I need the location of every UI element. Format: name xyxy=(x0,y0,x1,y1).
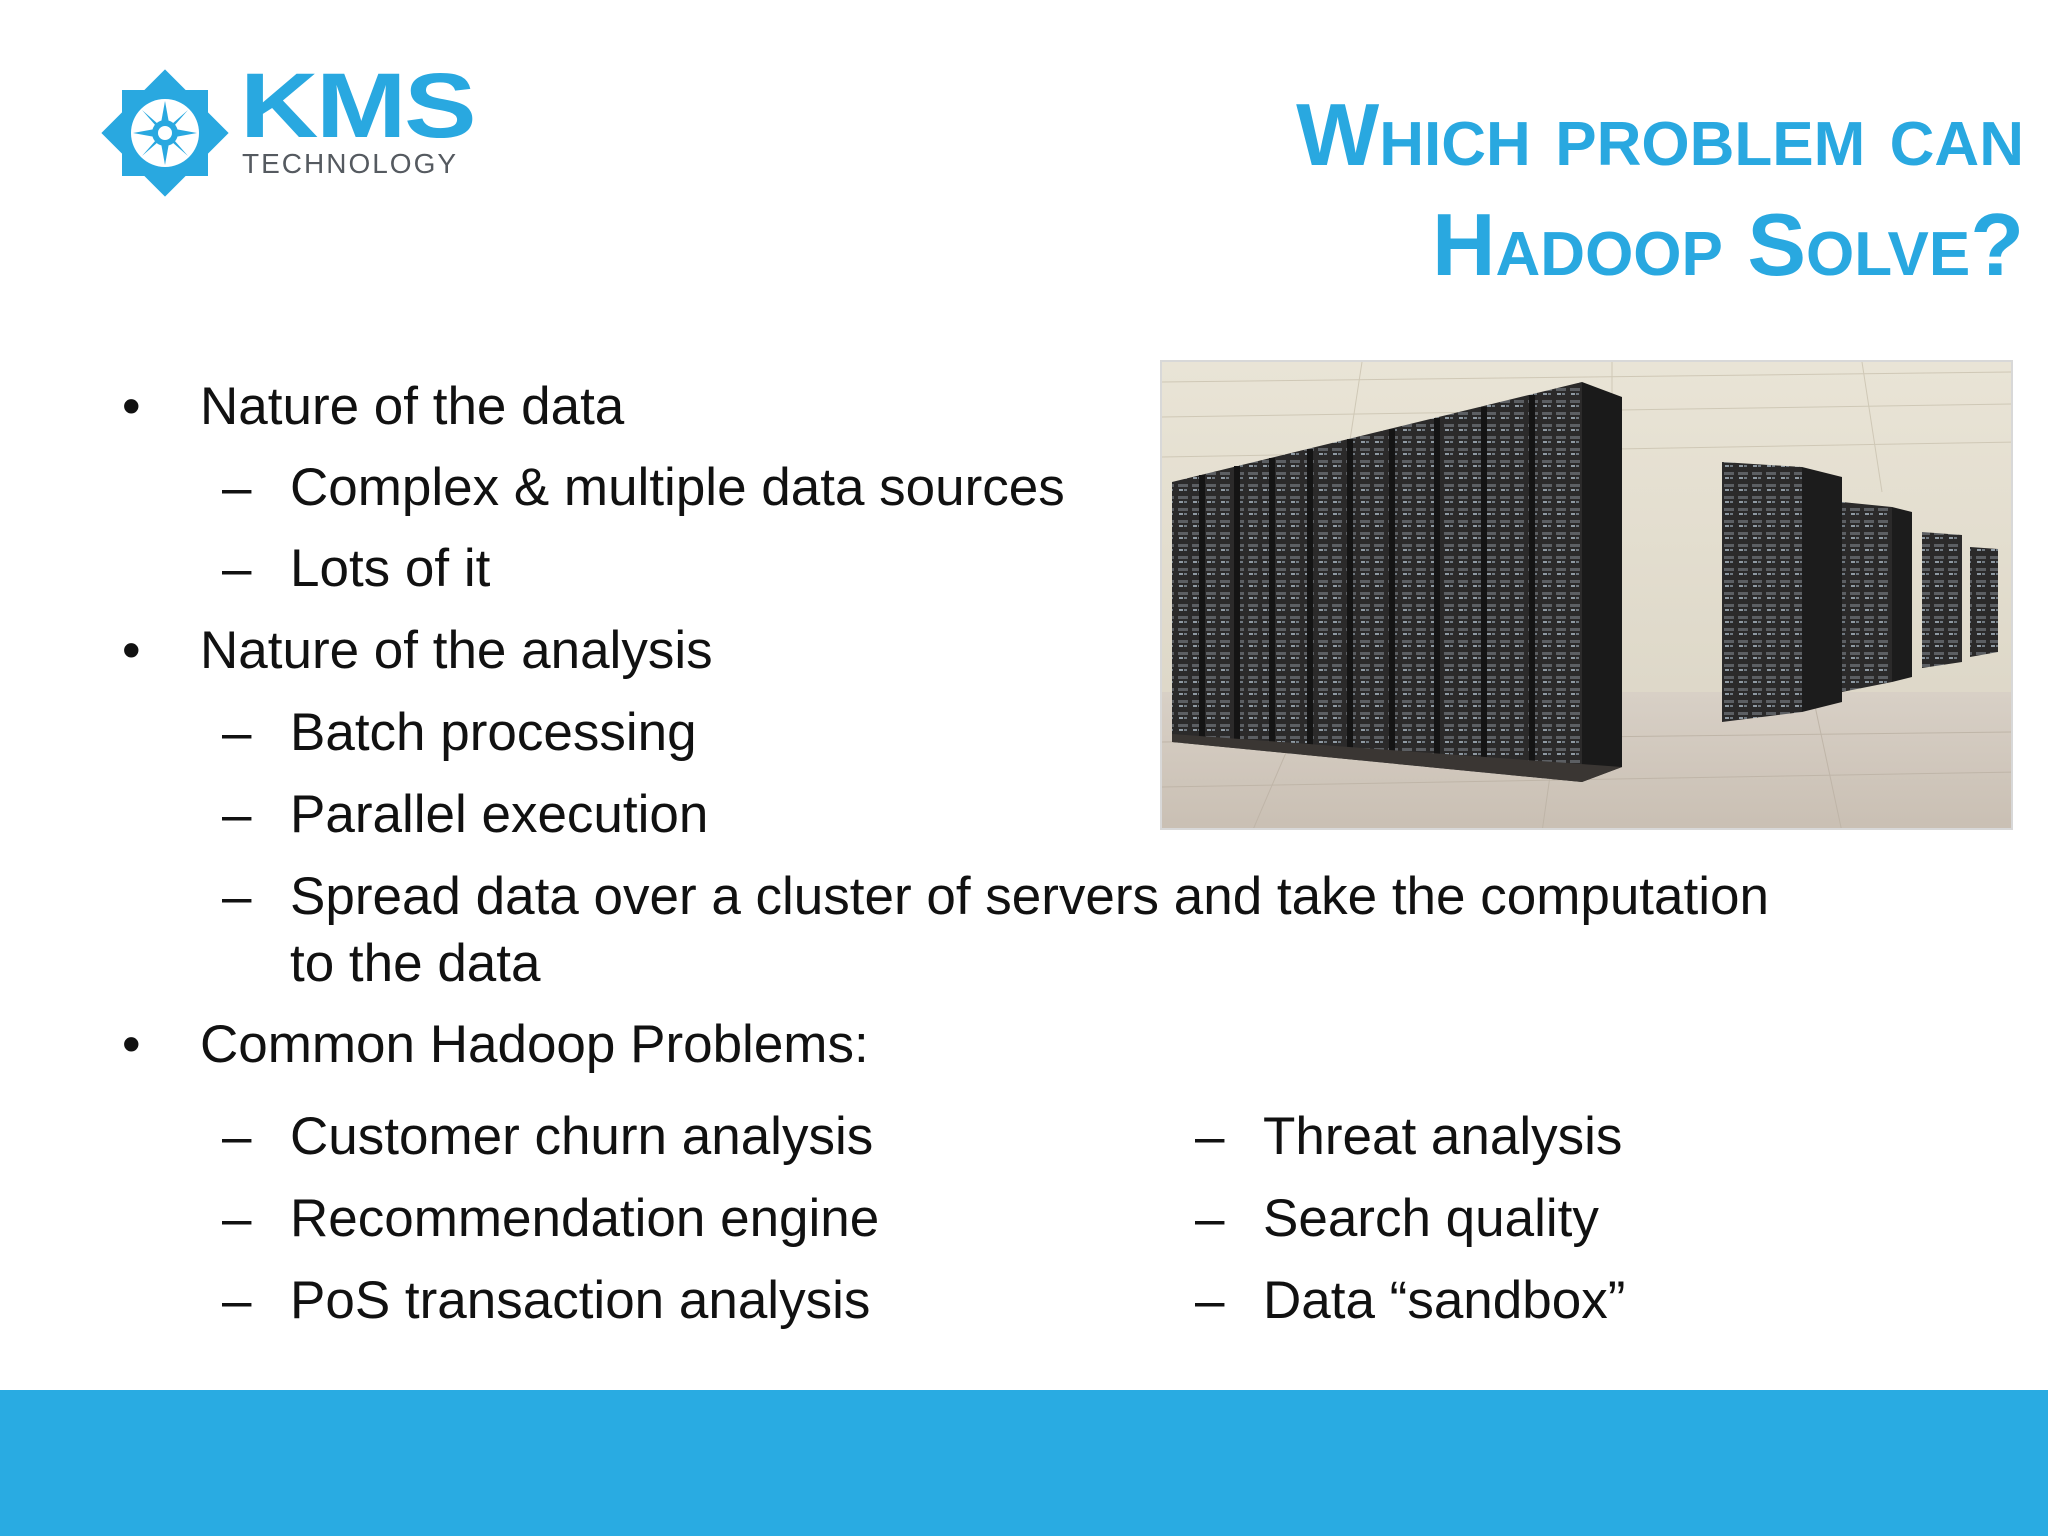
dash-marker: – xyxy=(222,1189,252,1248)
dash-marker: – xyxy=(222,785,252,844)
dash-marker: – xyxy=(222,1107,252,1166)
dash-marker: – xyxy=(1195,1107,1225,1166)
dash-marker: – xyxy=(222,867,252,926)
dash-marker: – xyxy=(222,458,252,517)
bullet-common-problems: Common Hadoop Problems: xyxy=(200,1015,869,1074)
slide-title: Which problem can Hadoop Solve? xyxy=(924,80,2024,300)
problem-item: Data “sandbox” xyxy=(1263,1271,1626,1330)
slide-title-line2: Hadoop Solve? xyxy=(1431,195,2024,294)
problem-item: Customer churn analysis xyxy=(290,1107,874,1166)
sub-bullet-lots-of-it: Lots of it xyxy=(290,539,491,598)
problem-item: PoS transaction analysis xyxy=(290,1271,871,1330)
sub-bullet-batch-processing: Batch processing xyxy=(290,703,697,762)
bullet-nature-of-analysis: Nature of the analysis xyxy=(200,621,713,680)
kms-logo: KMS TECHNOLOGY xyxy=(100,55,480,198)
dash-marker: – xyxy=(1195,1189,1225,1248)
problem-item: Search quality xyxy=(1263,1189,1599,1248)
bullet-marker: • xyxy=(122,1015,141,1074)
sub-bullet-spread-data-line1: Spread data over a cluster of servers an… xyxy=(290,867,1769,926)
dash-marker: – xyxy=(1195,1271,1225,1330)
sub-bullet-complex-sources: Complex & multiple data sources xyxy=(290,458,1065,517)
dash-marker: – xyxy=(222,703,252,762)
problem-item: Recommendation engine xyxy=(290,1189,880,1248)
bullet-marker: • xyxy=(122,377,141,436)
sub-bullet-parallel-execution: Parallel execution xyxy=(290,785,709,844)
slide-body: • Nature of the data – Complex & multipl… xyxy=(122,377,1769,1330)
bullet-marker: • xyxy=(122,621,141,680)
server-room-photo xyxy=(1160,360,2013,830)
logo-subtitle: TECHNOLOGY xyxy=(242,148,459,179)
problem-item: Threat analysis xyxy=(1263,1107,1623,1166)
footer-band xyxy=(0,1390,2048,1536)
dash-marker: – xyxy=(222,1271,252,1330)
kms-sunburst-icon xyxy=(101,69,229,197)
server-racks-image xyxy=(1162,362,2011,828)
logo-wordmark: KMS xyxy=(240,55,477,157)
bullet-nature-of-data: Nature of the data xyxy=(200,377,625,436)
slide-title-line1: Which problem can xyxy=(1296,85,2024,184)
dash-marker: – xyxy=(222,539,252,598)
sub-bullet-spread-data-line2: to the data xyxy=(290,934,541,993)
